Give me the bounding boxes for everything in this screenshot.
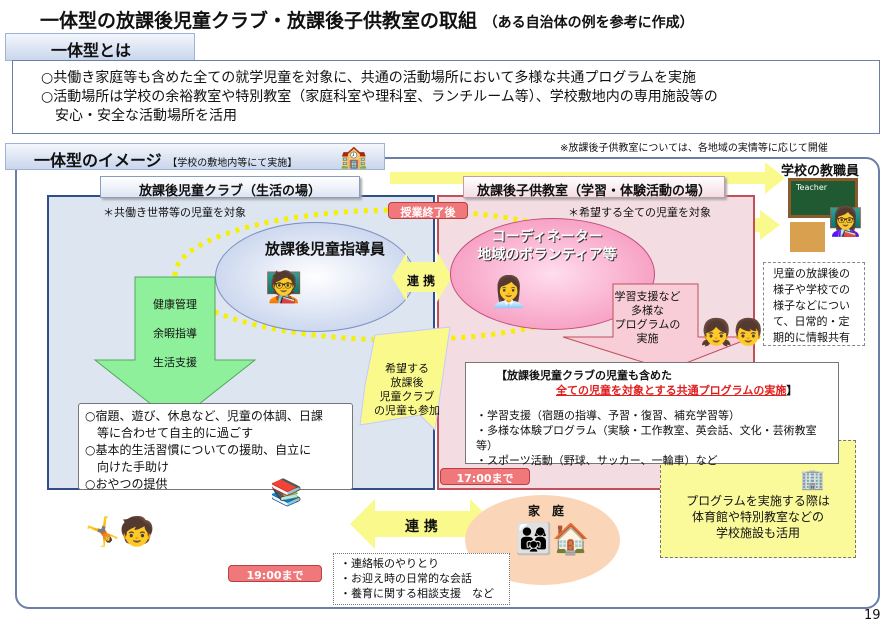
line: 希望する — [385, 362, 429, 375]
note: ※放課後子供教室については、各地域の実情等に応じて開催 — [560, 143, 828, 154]
section-heading-overview: 一体型とは — [5, 33, 195, 61]
overview-line: ○活動場所は学校の余裕教室や特別教室（家庭科室や理科室、ランチルーム等）、学校敷… — [41, 89, 718, 105]
common-item: ・スポーツ活動（野球、サッカー、一輪車）など — [476, 454, 718, 467]
role: 生活支援 — [153, 356, 197, 369]
home-items-box: ・連絡帳のやりとり ・お迎え時の日常的な会話 ・養育に関する相談支援 など — [333, 553, 510, 605]
coordinator-line: コーディネーター — [491, 229, 603, 245]
home-item: ・養育に関する相談支援 など — [340, 587, 494, 600]
line: 実施 — [636, 332, 659, 345]
green-arrow — [93, 276, 257, 424]
club-item: ○宿題、遊び、休息など、児童の体調、日課 — [85, 409, 323, 423]
home-label: 家 庭 — [528, 504, 565, 518]
club-activities-box: ○宿題、遊び、休息など、児童の体調、日課 等に合わせて自主的に過ごす ○基本的生… — [78, 403, 353, 491]
family-house-icon: 👨‍👩‍👧🏠 — [515, 522, 590, 557]
playing-children-icon: 🤸🧒 — [85, 515, 155, 548]
staff-ellipse — [215, 222, 415, 332]
overview-box: ○共働き家庭等も含めた全ての就学児童を対象に、共通の活動場所において多様な共通プ… — [12, 60, 880, 134]
line: 様子などについ — [773, 299, 850, 312]
staff-label: 放課後児童指導員 — [265, 240, 386, 258]
club-label: 放課後児童クラブ（生活の場） — [100, 176, 360, 199]
role: 健康管理 — [153, 298, 197, 311]
classroom-end-time: 17:00まで — [440, 468, 530, 485]
club-roles: 健康管理 余暇指導 生活支援 — [135, 290, 215, 377]
info-sharing-box: 児童の放課後の 様子や学校での 様子などについ て、日常的・定 期的に情報共有 — [763, 262, 865, 346]
role: 余暇指導 — [153, 327, 197, 340]
coordinator-label: コーディネーター 地域のボランティア等 — [462, 228, 632, 264]
club-item: 等に合わせて自主的に過ごす — [85, 426, 254, 440]
common-item: ・学習支援（宿題の指導、予習・復習、補充学習等） — [476, 409, 740, 422]
coordinator-icon: 👩‍💼 — [490, 275, 528, 310]
program-arrow — [562, 283, 754, 371]
common-heading: 【放課後児童クラブの児童も含めた — [496, 369, 672, 382]
club-item: 向けた手助け — [85, 460, 170, 474]
study-child-icon: 📚 — [270, 478, 303, 508]
home-link-label: 連 携 — [405, 519, 438, 535]
home-item: ・お迎え時の日常的な会話 — [340, 572, 472, 585]
line: 児童の放課後の — [773, 267, 850, 280]
club-target: ＊共働き世帯等の児童を対象 — [103, 206, 246, 219]
line: 学校施設も活用 — [715, 526, 800, 540]
club-item: ○おやつの提供 — [85, 477, 168, 491]
bracket: 】 — [786, 384, 798, 397]
common-heading-red: 全ての児童を対象とする共通プログラムの実施 — [556, 384, 787, 397]
line: 児童クラブ — [379, 390, 435, 403]
overview-line: 安心・安全な活動場所を活用 — [41, 108, 237, 124]
club-item: ○基本的生活習慣についての援助、自立に — [85, 443, 312, 457]
common-item: ・多様な体験プログラム（実験・工作教室、英会話、文化・芸術教室等） — [476, 424, 817, 452]
school-building-icon: 🏢 — [800, 467, 825, 491]
line: 体育館や特別教室などの — [691, 510, 824, 524]
chalkboard: Teacher — [788, 178, 858, 218]
image-frame — [15, 157, 880, 609]
line: 様子や学校での — [773, 283, 850, 296]
school-icon: 🏫 — [340, 145, 368, 170]
join-arrow-text: 希望する 放課後 児童クラブ の児童も参加 — [372, 362, 442, 418]
line: 多様な — [631, 304, 664, 317]
home-item: ・連絡帳のやりとり — [340, 557, 439, 570]
line: プログラムの — [614, 318, 681, 331]
join-arrow — [359, 326, 451, 432]
page-title: 一体型の放課後児童クラブ・放課後子供教室の取組 （ある自治体の例を参考に作成） — [40, 10, 694, 32]
line: の児童も参加 — [374, 404, 440, 417]
line: 学習支援など — [614, 290, 681, 303]
coordinator-line: 地域のボランティア等 — [477, 247, 617, 263]
common-heading-2: 全ての児童を対象とする共通プログラムの実施】 — [476, 383, 828, 398]
staff-people-icon: 🧑‍🏫 — [265, 270, 303, 305]
line: て、日常的・定 — [773, 315, 850, 328]
program-arrow-text: 学習支援など 多様な プログラムの 実施 — [605, 290, 690, 346]
children-group-icon: 👧👦 — [700, 318, 765, 348]
home-link-arrow — [350, 499, 495, 549]
classroom-target: ＊希望する全ての児童を対象 — [568, 206, 711, 219]
link-arrow — [392, 252, 452, 302]
link-label: 連 携 — [407, 274, 436, 288]
line: プログラムを実施する際は — [686, 494, 830, 508]
line: 放課後 — [390, 376, 424, 389]
line: 期的に情報共有 — [773, 331, 850, 344]
club-end-time: 19:00まで — [228, 565, 322, 582]
teachers-label: 学校の教職員 — [781, 164, 860, 179]
page-number: 19 — [864, 608, 881, 623]
classroom-label: 放課後子供教室（学習・体験活動の場） — [463, 176, 725, 199]
overview-line: ○共働き家庭等も含めた全ての就学児童を対象に、共通の活動場所において多様な共通プ… — [41, 70, 696, 86]
after-class-badge: 授業終了後 — [388, 202, 468, 219]
section-heading-image: 一体型のイメージ 【学校の敷地内等にて実施】 — [5, 143, 385, 170]
podium — [790, 222, 825, 252]
teacher-icon: 👩‍🏫 — [828, 205, 863, 238]
common-program-box: 【放課後児童クラブの児童も含めた 全ての児童を対象とする共通プログラムの実施】 … — [465, 362, 839, 467]
